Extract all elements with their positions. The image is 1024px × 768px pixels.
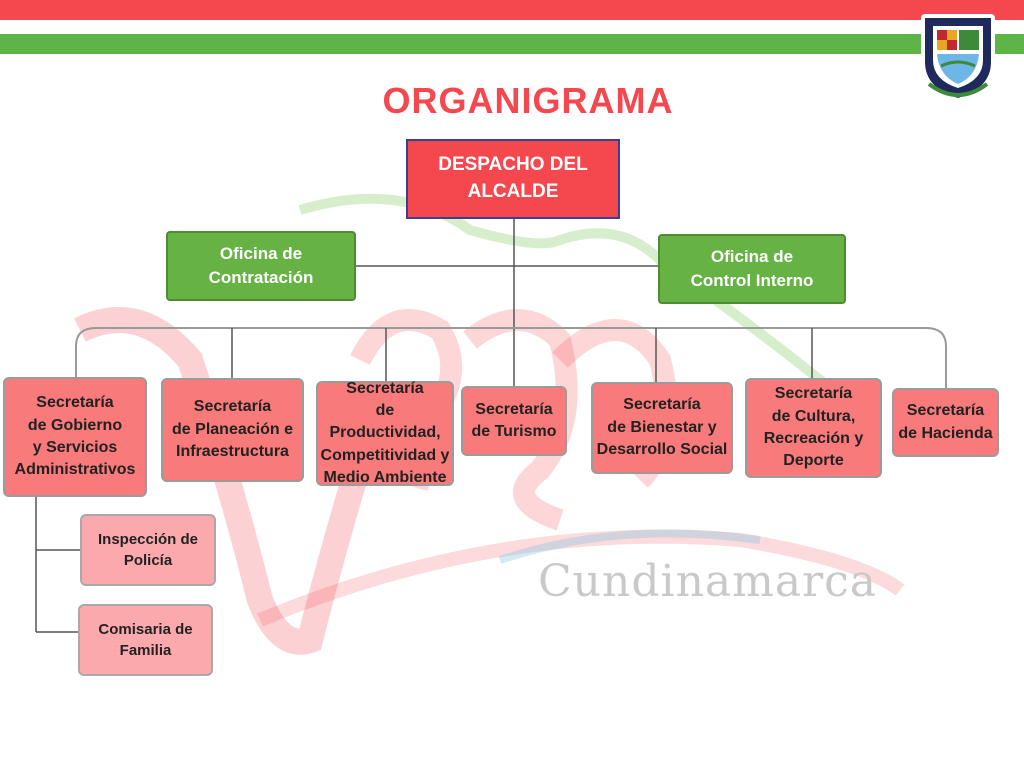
watermark-text: Cundinamarca: [538, 556, 878, 607]
node-secretaria-hacienda: Secretaría de Hacienda: [892, 388, 999, 457]
node-secretaria-cultura: Secretaría de Cultura, Recreación y Depo…: [745, 378, 882, 478]
node-secretaria-gobierno: Secretaría de Gobierno y Servicios Admin…: [3, 377, 147, 497]
page-title: ORGANIGRAMA: [382, 80, 674, 121]
node-secretaria-planeacion: Secretaría de Planeación e Infraestructu…: [161, 378, 304, 482]
node-comisaria-familia: Comisaria de Familia: [78, 604, 213, 676]
node-secretaria-productividad: Secretaría de Productividad, Competitivi…: [316, 380, 454, 486]
node-inspeccion-policia: Inspección de Policía: [80, 514, 216, 586]
node-secretaria-turismo: Secretaría de Turismo: [461, 386, 567, 456]
top-green-stripe: [0, 34, 1024, 54]
node-despacho-alcalde: DESPACHO DEL ALCALDE: [406, 139, 620, 219]
node-oficina-contratacion: Oficina de Contratación: [166, 231, 356, 301]
municipal-coat-of-arms-icon: [921, 14, 995, 100]
top-red-stripe: [0, 0, 1024, 20]
node-oficina-control-interno: Oficina de Control Interno: [658, 234, 846, 304]
node-secretaria-bienestar: Secretaría de Bienestar y Desarrollo Soc…: [591, 382, 733, 474]
